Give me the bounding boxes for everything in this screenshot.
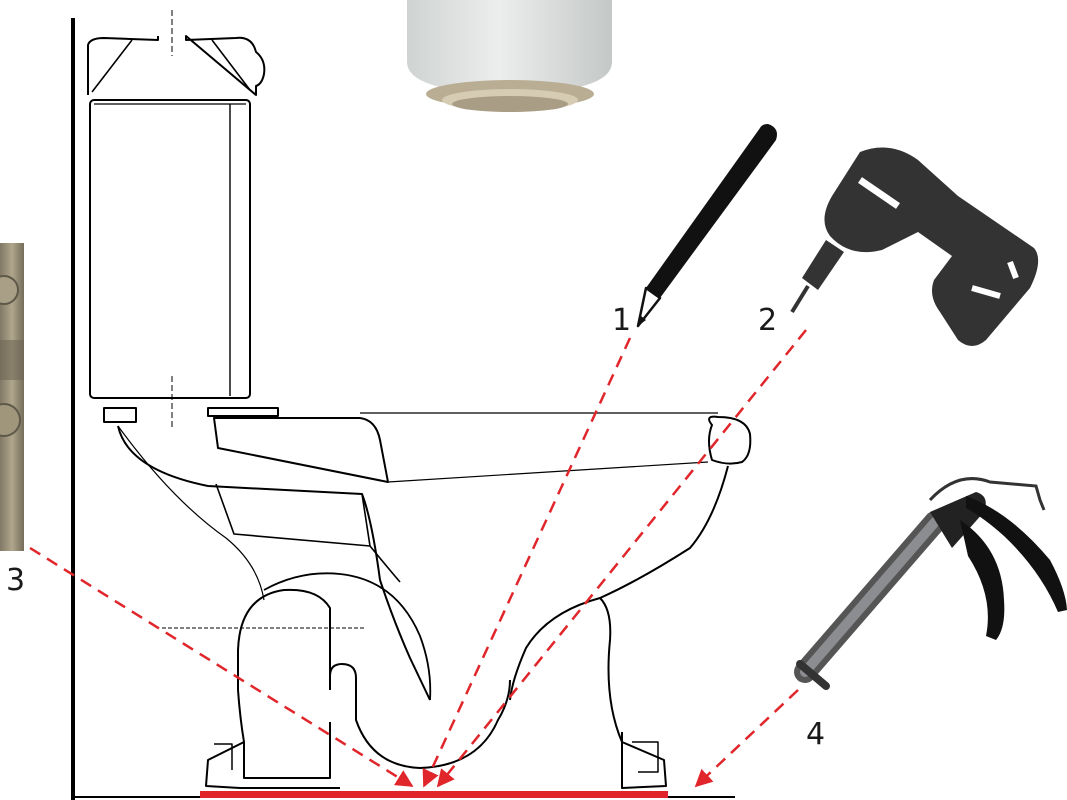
- arrow-step-1: [422, 337, 632, 788]
- step-label-3: 3: [6, 563, 25, 598]
- arrow-step-2: [436, 329, 807, 788]
- bowl-rim: [708, 415, 752, 465]
- floor-seal-line: [200, 791, 668, 798]
- trap: [329, 663, 511, 769]
- cistern-body: [89, 99, 251, 399]
- flange-pipe-photo: [407, 0, 612, 112]
- arrow-step-4: [694, 689, 799, 788]
- step-label-1: 1: [612, 303, 631, 338]
- bowl-body: [117, 425, 729, 701]
- instruction-arrows: [29, 329, 807, 788]
- toilet-seat: [213, 417, 389, 483]
- pencil-icon: [636, 124, 777, 328]
- arrow-step-3: [29, 546, 414, 788]
- pedestal: [205, 588, 331, 789]
- step-label-2: 2: [758, 303, 777, 338]
- toilet-line-drawing: [87, 10, 752, 789]
- caulk-gun-icon: [794, 477, 1067, 690]
- cordless-drill-icon: [790, 147, 1039, 346]
- step-label-4: 4: [806, 717, 825, 752]
- cistern-lid: [87, 35, 266, 96]
- screws-photo: [0, 243, 24, 551]
